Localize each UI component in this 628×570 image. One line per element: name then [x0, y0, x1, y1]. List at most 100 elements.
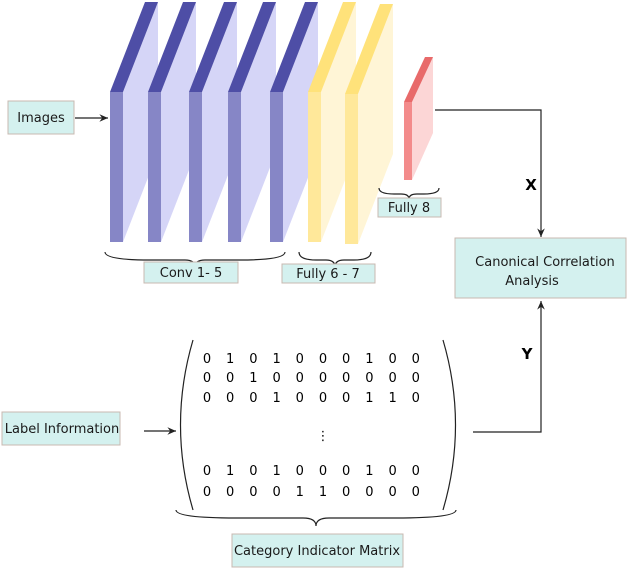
- conv-4-top: [228, 2, 276, 92]
- conv-layers: [110, 2, 318, 242]
- matrix-cell-r2-c10: 0: [412, 371, 420, 386]
- matrix-cell-r1-c3: 0: [249, 352, 257, 367]
- conv-3-side: [202, 2, 237, 242]
- arrow-matrix-to-cca: [473, 301, 545, 433]
- arrow-fully8-to-cca: [435, 109, 545, 237]
- matrix-cell-r1-c1: 0: [203, 352, 211, 367]
- matrix-cell-r2-c2: 0: [226, 371, 234, 386]
- fully-layer-7: [345, 4, 393, 244]
- fully-8-front: [404, 102, 412, 180]
- matrix-cell-r2-c4: 0: [272, 371, 280, 386]
- matrix-cell-r2-c1: 0: [203, 371, 211, 386]
- fully-6-side: [321, 2, 356, 242]
- matrix-cell-r1-c4: 1: [272, 352, 280, 367]
- conv-layer-3: [189, 2, 237, 242]
- conv-2-front: [148, 92, 161, 242]
- images-label: Images: [17, 111, 65, 126]
- conv-3-top: [189, 2, 237, 92]
- matrix-cell-r1-c2: 1: [226, 352, 234, 367]
- fully-6-front: [308, 92, 321, 242]
- category-matrix-label: Category Indicator Matrix: [234, 544, 400, 559]
- matrix-cell-r1-c10: 0: [412, 352, 420, 367]
- fully-6-7-label-box: [281, 263, 376, 284]
- brace-fully-8: [378, 187, 440, 200]
- matrix-cell-r3-c1: 0: [203, 391, 211, 406]
- fully-7-front: [345, 94, 358, 244]
- conv-layer-5: [270, 2, 318, 242]
- conv-5-side: [283, 2, 318, 242]
- conv-3-front: [189, 92, 202, 242]
- matrix-cell-r2-c7: 0: [342, 371, 350, 386]
- fully-layer-8: [404, 57, 433, 180]
- matrix-cell-r4-c9: 0: [388, 464, 396, 479]
- fully-layers-6-7: [308, 2, 393, 244]
- conv-layer-2: [148, 2, 196, 242]
- matrix-cell-r1-c5: 0: [296, 352, 304, 367]
- conv-4-side: [241, 2, 276, 242]
- matrix-cell-r4-c2: 1: [226, 464, 234, 479]
- fully-6-7-label: Fully 6 - 7: [296, 267, 360, 282]
- fully-8-label: Fully 8: [388, 201, 430, 216]
- fully-7-top: [345, 4, 393, 94]
- matrix-cell-r5-c3: 0: [249, 485, 257, 500]
- matrix-right-paren: [442, 339, 457, 511]
- conv-5-top: [270, 2, 318, 92]
- matrix-cell-r4-c4: 1: [272, 464, 280, 479]
- images-box: [7, 100, 75, 135]
- conv-1-front: [110, 92, 123, 242]
- fully-8-label-box: [377, 197, 442, 218]
- matrix-cell-r2-c3: 1: [249, 371, 257, 386]
- y-label: Y: [521, 345, 534, 363]
- matrix-cell-r3-c3: 0: [249, 391, 257, 406]
- brace-matrix: [175, 509, 457, 527]
- conv-2-top: [148, 2, 196, 92]
- cca-label-line2: Analysis: [505, 274, 559, 289]
- matrix-cell-r1-c6: 0: [319, 352, 327, 367]
- matrix-left-paren: [179, 339, 194, 511]
- fully-8-top: [404, 57, 433, 102]
- matrix-cell-r5-c10: 0: [412, 485, 420, 500]
- conv-2-side: [161, 2, 196, 242]
- matrix-cell-r3-c7: 0: [342, 391, 350, 406]
- matrix-cell-r4-c1: 0: [203, 464, 211, 479]
- cca-box: [454, 237, 627, 299]
- matrix-cell-r5-c2: 0: [226, 485, 234, 500]
- matrix-cell-r3-c8: 1: [365, 391, 373, 406]
- matrix-cell-r5-c6: 1: [319, 485, 327, 500]
- fully-layer-6: [308, 2, 356, 242]
- matrix-cell-r2-c8: 0: [365, 371, 373, 386]
- label-information-box: [1, 411, 121, 446]
- fully-6-top: [308, 2, 356, 92]
- cca-label-line1: Canonical Correlation: [475, 255, 615, 270]
- fully-8-side: [412, 57, 433, 180]
- matrix-cell-r5-c7: 0: [342, 485, 350, 500]
- fully-7-side: [358, 4, 393, 244]
- matrix-cell-r4-c10: 0: [412, 464, 420, 479]
- matrix-cell-r3-c5: 0: [296, 391, 304, 406]
- matrix-cell-r1-c7: 0: [342, 352, 350, 367]
- matrix-cell-r2-c5: 0: [296, 371, 304, 386]
- matrix-cell-r4-c8: 1: [365, 464, 373, 479]
- matrix-cell-r3-c4: 1: [272, 391, 280, 406]
- conv-1-side: [123, 2, 158, 242]
- matrix-cell-r5-c8: 0: [365, 485, 373, 500]
- matrix-cell-r3-c6: 0: [319, 391, 327, 406]
- matrix-cell-r2-c9: 0: [388, 371, 396, 386]
- conv-layer-4: [228, 2, 276, 242]
- matrix-cell-r1-c9: 0: [388, 352, 396, 367]
- matrix-cell-r3-c2: 0: [226, 391, 234, 406]
- matrix-ellipsis: ⋮: [317, 429, 330, 444]
- matrix-cell-r4-c7: 0: [342, 464, 350, 479]
- conv-label: Conv 1- 5: [160, 266, 222, 281]
- x-label: X: [525, 176, 537, 194]
- matrix-cell-r5-c9: 0: [388, 485, 396, 500]
- matrix-cell-r3-c10: 0: [412, 391, 420, 406]
- label-information-label: Label Information: [5, 422, 119, 437]
- matrix-cell-r4-c5: 0: [296, 464, 304, 479]
- conv-layer-1: [110, 2, 158, 242]
- matrix-cell-r5-c4: 0: [272, 485, 280, 500]
- matrix-cell-r1-c8: 1: [365, 352, 373, 367]
- matrix-cell-r4-c3: 0: [249, 464, 257, 479]
